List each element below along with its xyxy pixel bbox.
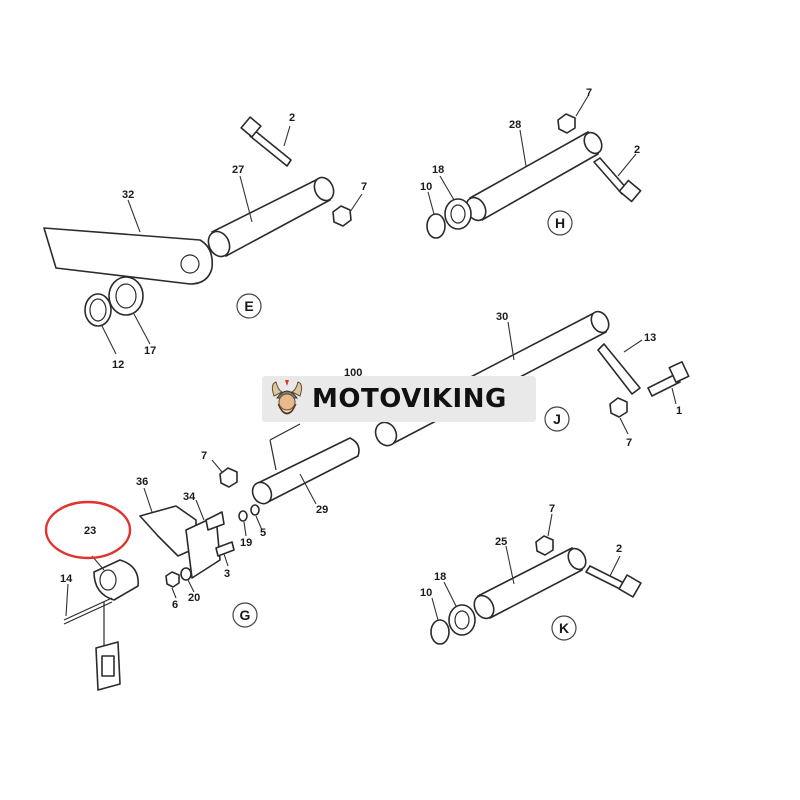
label-12: 12 [112, 359, 124, 371]
label-7: 7 [361, 181, 367, 193]
label-5: 5 [260, 527, 266, 539]
label-2-h: 2 [634, 144, 640, 156]
part-7-nut-j [609, 397, 628, 418]
label-34: 34 [183, 491, 196, 503]
part-18-washer-h [444, 198, 472, 230]
label-36: 36 [136, 476, 148, 488]
section-label-k: K [559, 620, 569, 636]
label-25: 25 [495, 536, 507, 548]
label-7-k: 7 [549, 503, 555, 515]
part-3-bolt [215, 541, 235, 557]
label-7-h: 7 [586, 87, 592, 99]
part-7-nut-k [535, 535, 554, 556]
label-28: 28 [509, 119, 521, 131]
label-7-g: 7 [201, 450, 207, 462]
part-20-washer [180, 567, 192, 581]
part-18-washer-k [448, 604, 476, 636]
part-14-pin [63, 597, 113, 625]
label-18-h: 18 [432, 164, 444, 176]
part-32-arm [43, 227, 214, 285]
label-29: 29 [316, 504, 328, 516]
part-10-ring-h [426, 213, 446, 239]
label-2: 2 [289, 112, 295, 124]
label-32: 32 [122, 189, 134, 201]
part-10-ring-k [430, 619, 450, 645]
part-1-bolt [647, 373, 681, 397]
highlight-circle-23 [44, 500, 132, 560]
label-20: 20 [188, 592, 200, 604]
label-30: 30 [496, 311, 508, 323]
section-h-assembly: 28 7 2 18 10 H [420, 87, 642, 239]
section-k-assembly: 25 7 2 18 10 K [420, 503, 642, 645]
section-label-e: E [244, 298, 253, 314]
label-1: 1 [676, 405, 682, 417]
label-10-h: 10 [420, 181, 432, 193]
part-28-pin [469, 131, 600, 221]
section-label-h: H [555, 215, 565, 231]
label-6: 6 [172, 599, 178, 611]
label-7-j: 7 [626, 437, 632, 449]
part-29-tube [255, 437, 360, 503]
part-7-nut-h [557, 113, 576, 134]
part-2-bolt [249, 129, 292, 167]
part-13-link [597, 343, 641, 395]
brand-name: MOTOVIKING [312, 384, 507, 414]
label-10-k: 10 [420, 587, 432, 599]
label-14: 14 [60, 573, 73, 585]
section-label-g: G [240, 607, 251, 623]
part-12-ring [84, 293, 112, 327]
part-6-nut [165, 571, 180, 588]
label-2-k: 2 [616, 543, 622, 555]
section-e-assembly: 32 27 2 7 12 17 E [43, 112, 367, 371]
label-13: 13 [644, 332, 656, 344]
label-3: 3 [224, 568, 230, 580]
viking-logo-icon [271, 380, 303, 415]
section-label-j: J [553, 411, 561, 427]
part-7-nut-g [219, 467, 238, 488]
label-19: 19 [240, 537, 252, 549]
label-27: 27 [232, 164, 244, 176]
brand-banner: MOTOVIKING [262, 376, 536, 422]
label-17: 17 [144, 345, 156, 357]
section-g-assembly: 36 34 7 29 19 5 23 14 3 6 20 G [44, 423, 360, 691]
label-18-k: 18 [434, 571, 446, 583]
label-23: 23 [84, 525, 96, 537]
part-7-nut [332, 205, 352, 227]
part-17-washer [108, 276, 144, 316]
